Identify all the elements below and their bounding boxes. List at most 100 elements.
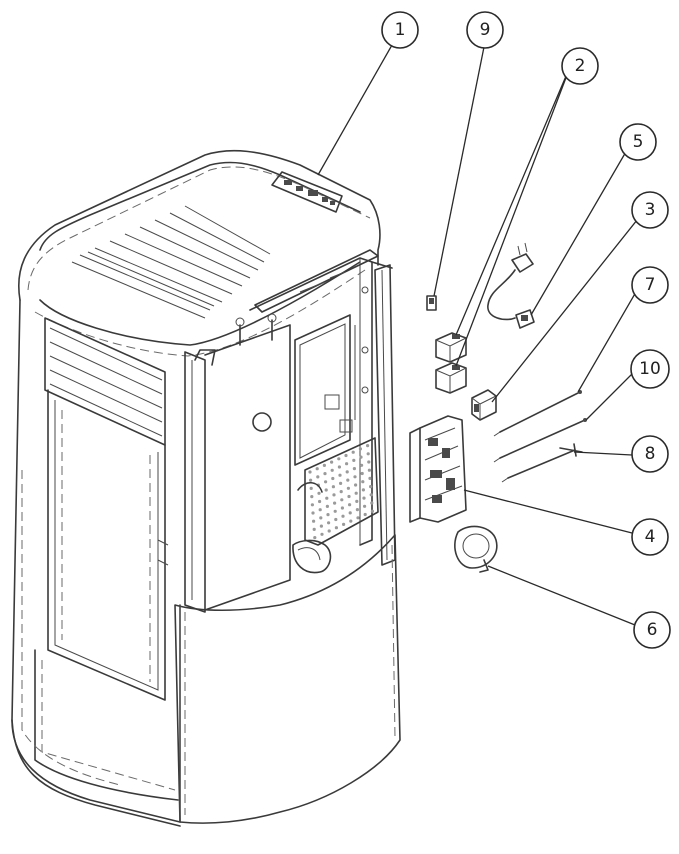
svg-text:2: 2: [575, 56, 586, 76]
grille-hole: [355, 508, 359, 512]
grille-hole: [366, 452, 370, 456]
svg-text:5: 5: [633, 132, 644, 152]
grille-hole: [318, 499, 322, 504]
grille-hole: [346, 486, 350, 490]
grille-hole: [360, 471, 364, 476]
grille-hole: [309, 478, 313, 482]
grille-hole: [347, 494, 351, 499]
grille-hole: [339, 481, 343, 485]
inner-frame: [184, 249, 396, 613]
grille-hole: [325, 496, 329, 500]
grille-hole: [320, 532, 324, 536]
grille-hole: [338, 473, 342, 477]
grille-hole: [367, 468, 371, 472]
grille-hole: [337, 465, 341, 469]
grille-hole: [331, 485, 335, 489]
callout-5: 5: [619, 123, 657, 161]
grille-hole: [327, 529, 331, 533]
grille-hole: [324, 488, 328, 492]
grille-hole: [361, 488, 365, 492]
grille-hole: [325, 504, 329, 508]
grille-hole: [342, 522, 346, 527]
grille-hole: [359, 455, 363, 459]
grille-hole: [340, 506, 344, 510]
callout-3: 3: [631, 191, 669, 229]
grille-hole: [312, 527, 316, 532]
svg-text:8: 8: [645, 444, 656, 464]
grille-hole: [326, 513, 330, 517]
grille-hole: [334, 526, 338, 530]
callout-2: 2: [561, 47, 599, 85]
side-vent-slats: [44, 317, 166, 446]
grille-hole: [323, 472, 327, 476]
grille-hole: [327, 521, 331, 525]
callout-4: 4: [631, 518, 669, 556]
grille-hole: [368, 476, 372, 480]
grille-hole: [354, 491, 358, 495]
svg-text:9: 9: [480, 20, 491, 40]
callout-6: 6: [633, 611, 671, 649]
grille-hole: [363, 504, 367, 508]
part-8-10-7-cables: [493, 390, 587, 483]
grille-hole: [310, 495, 314, 499]
svg-text:4: 4: [645, 527, 656, 547]
grille-hole: [366, 444, 370, 448]
grille-hole: [309, 486, 313, 490]
part-3-switch: [471, 389, 497, 421]
grille-hole: [337, 457, 341, 461]
grille-hole: [308, 470, 312, 474]
grille-hole: [334, 517, 338, 522]
grille-hole: [354, 483, 358, 487]
grille-hole: [316, 475, 320, 479]
grille-hole: [341, 514, 345, 518]
grille-hole: [362, 496, 366, 500]
grille-hole: [344, 453, 348, 458]
part-4-control-board: [409, 415, 467, 523]
grille-hole: [312, 519, 316, 523]
grille-hole: [352, 467, 356, 471]
grille-hole: [349, 519, 353, 523]
grille-hole: [358, 447, 362, 451]
grille-hole: [322, 463, 326, 467]
grille-hole: [351, 450, 355, 454]
grille-hole: [330, 460, 334, 464]
callout-10: 10: [630, 349, 670, 389]
grille-hole: [367, 460, 371, 464]
grille-hole: [313, 536, 317, 540]
lower-front-cover: [174, 534, 401, 824]
grille-hole: [330, 468, 334, 472]
part-5-power-cord: [487, 242, 535, 329]
grille-hole: [369, 493, 373, 497]
grille-hole: [348, 511, 352, 515]
grille-hole: [345, 470, 349, 474]
part-9-connector: [426, 295, 437, 311]
perforated-grille: [304, 437, 379, 546]
grille-hole: [370, 509, 374, 513]
callout-7: 8: [631, 435, 669, 473]
grille-hole: [333, 509, 337, 513]
top-vent-slats: [71, 205, 271, 319]
grille-hole: [332, 493, 336, 497]
part-6-pressure-switch: [454, 525, 498, 573]
grille-hole: [324, 480, 328, 484]
callout-1: 1: [381, 11, 419, 49]
grille-hole: [319, 516, 323, 520]
grille-hole: [345, 462, 349, 466]
grille-hole: [333, 501, 337, 505]
grille-hole: [319, 524, 323, 528]
svg-text:3: 3: [645, 200, 656, 220]
svg-text:10: 10: [639, 359, 661, 379]
svg-text:6: 6: [647, 620, 658, 640]
grille-hole: [310, 503, 314, 507]
grille-hole: [363, 512, 367, 517]
grille-hole: [360, 463, 364, 467]
grille-hole: [353, 475, 357, 479]
svg-text:1: 1: [395, 20, 406, 40]
spare-parts: [409, 242, 587, 573]
grille-hole: [361, 480, 365, 484]
leader-lines: [317, 44, 642, 626]
stove-body: [11, 149, 401, 827]
front-door: [47, 389, 169, 701]
grille-hole: [355, 499, 359, 503]
